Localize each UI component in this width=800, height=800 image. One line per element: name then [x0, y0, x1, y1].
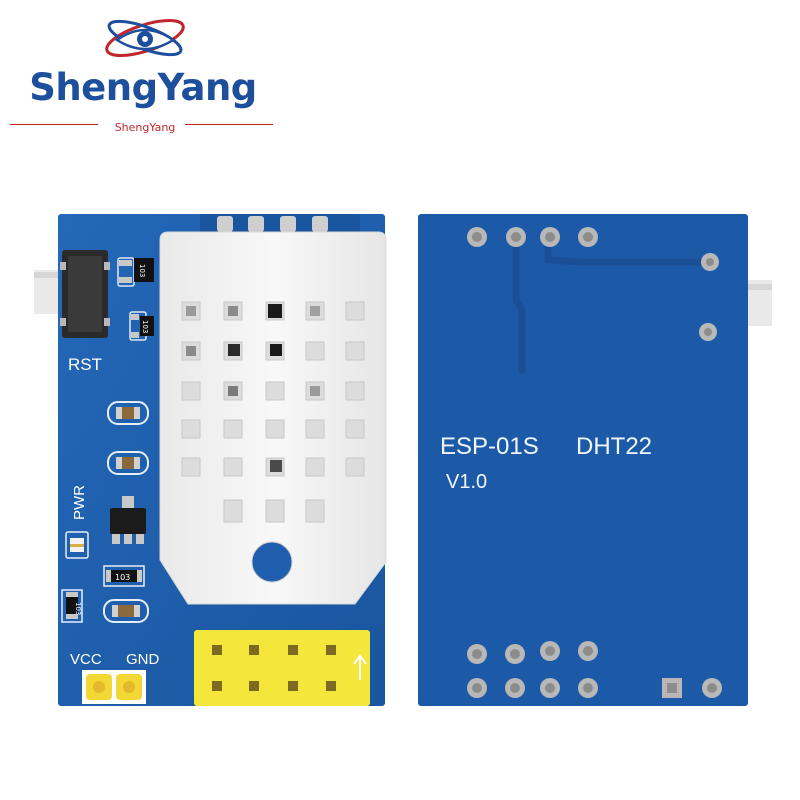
brand-subtitle: ShengYang	[114, 121, 176, 134]
svg-text:103: 103	[141, 320, 149, 333]
svg-text:103: 103	[138, 264, 146, 277]
back-pcb	[418, 214, 748, 706]
power-pads	[82, 670, 146, 704]
back-bottom-pins	[467, 641, 722, 698]
brand-logo: ShengYang ShengYang	[0, 0, 290, 140]
rst-button	[60, 250, 110, 338]
vcc-label: VCC	[70, 651, 102, 668]
capacitor-c2	[107, 451, 149, 475]
resistor-r1: 103	[117, 257, 154, 287]
gnd-label: GND	[126, 651, 160, 668]
front-board: RST 103 103 PW	[34, 214, 387, 706]
dht22-sensor	[159, 231, 387, 605]
sensor-pins	[217, 216, 328, 232]
regulator-ic	[110, 496, 146, 544]
brand-divider-left	[10, 124, 98, 125]
eye-logo-icon	[105, 19, 185, 57]
pwr-label: PWR	[71, 485, 88, 520]
svg-text:103: 103	[74, 602, 82, 615]
capacitor-c3	[103, 599, 149, 623]
pwr-led	[65, 531, 89, 559]
version-label: V1.0	[446, 471, 487, 493]
arrow-up-icon	[353, 654, 367, 680]
esp01-header	[194, 630, 370, 706]
back-board: ESP-01S DHT22 V1.0	[418, 214, 772, 706]
svg-text:103: 103	[115, 573, 130, 582]
resistor-r4: 103	[61, 589, 83, 623]
brand-divider-right	[185, 124, 273, 125]
resistor-r2: 103	[129, 311, 154, 341]
sensor-mounting-hole	[252, 542, 292, 582]
capacitor-c1	[107, 401, 149, 425]
pcb-traces	[512, 236, 706, 374]
rst-label: RST	[68, 355, 102, 374]
back-top-pins	[467, 227, 598, 247]
sensor-title: DHT22	[576, 433, 652, 460]
brand-name: ShengYang	[29, 66, 257, 109]
resistor-r3: 103	[103, 565, 145, 587]
module-title: ESP-01S	[440, 433, 539, 460]
